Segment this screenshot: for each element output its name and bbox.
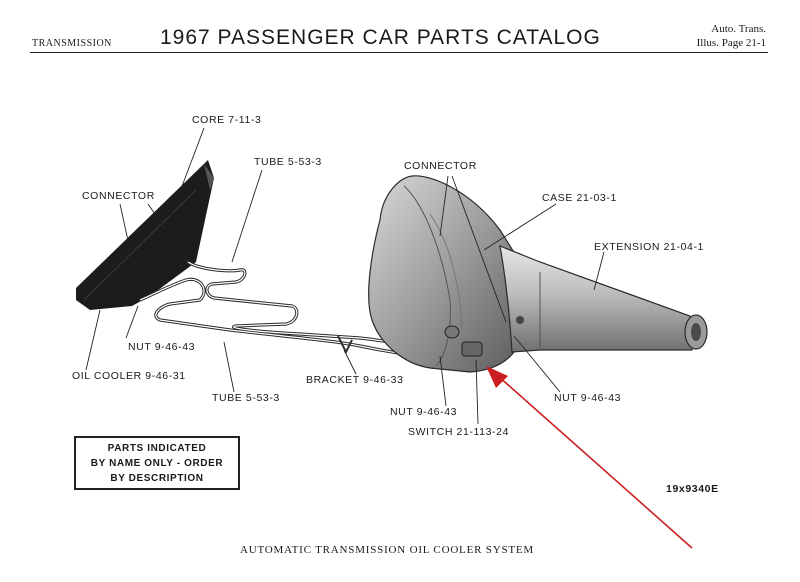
extension-housing — [499, 245, 708, 353]
label-extension: EXTENSION 21-04-1 — [594, 241, 704, 253]
label-nut-center: NUT 9-46-43 — [390, 406, 458, 418]
label-switch: SWITCH 21-113-24 — [408, 426, 510, 438]
catalog-title: 1967 PASSENGER CAR PARTS CATALOG — [160, 26, 601, 49]
header-rule — [30, 52, 768, 53]
oil-cooler-core — [76, 160, 214, 310]
label-nut-right: NUT 9-46-43 — [554, 392, 622, 404]
parts-note-line-1: PARTS INDICATED — [107, 442, 207, 454]
parts-note-line-2: BY NAME ONLY - ORDER — [90, 457, 224, 469]
figure-number: 19x9340E — [666, 483, 719, 495]
label-bracket: BRACKET 9-46-33 — [306, 374, 404, 386]
tube-bracket — [337, 335, 353, 355]
label-connector-right: CONNECTOR — [404, 160, 477, 172]
figure-caption: AUTOMATIC TRANSMISSION OIL COOLER SYSTEM — [240, 544, 534, 556]
label-connector-left: CONNECTOR — [82, 190, 155, 202]
leader-lines — [85, 127, 605, 425]
page-reference-line-1: Auto. Trans. — [711, 23, 766, 35]
label-core: CORE 7-11-3 — [192, 114, 262, 126]
parts-note-box: PARTS INDICATED BY NAME ONLY - ORDER BY … — [74, 436, 240, 490]
parts-note-line-3: BY DESCRIPTION — [110, 472, 204, 484]
page-reference: Auto. Trans. Illus. Page 21-1 — [697, 22, 766, 50]
page-reference-line-2: Illus. Page 21-1 — [696, 37, 766, 49]
label-tube-bottom: TUBE 5-53-3 — [212, 392, 280, 404]
label-nut-left: NUT 9-46-43 — [128, 341, 196, 353]
label-oil-cooler: OIL COOLER 9-46-31 — [72, 370, 186, 382]
label-case: CASE 21-03-1 — [542, 192, 617, 204]
label-tube-top: TUBE 5-53-3 — [254, 156, 322, 168]
transmission-case — [368, 175, 525, 373]
section-label: TRANSMISSION — [32, 38, 112, 49]
red-arrow — [486, 366, 693, 549]
